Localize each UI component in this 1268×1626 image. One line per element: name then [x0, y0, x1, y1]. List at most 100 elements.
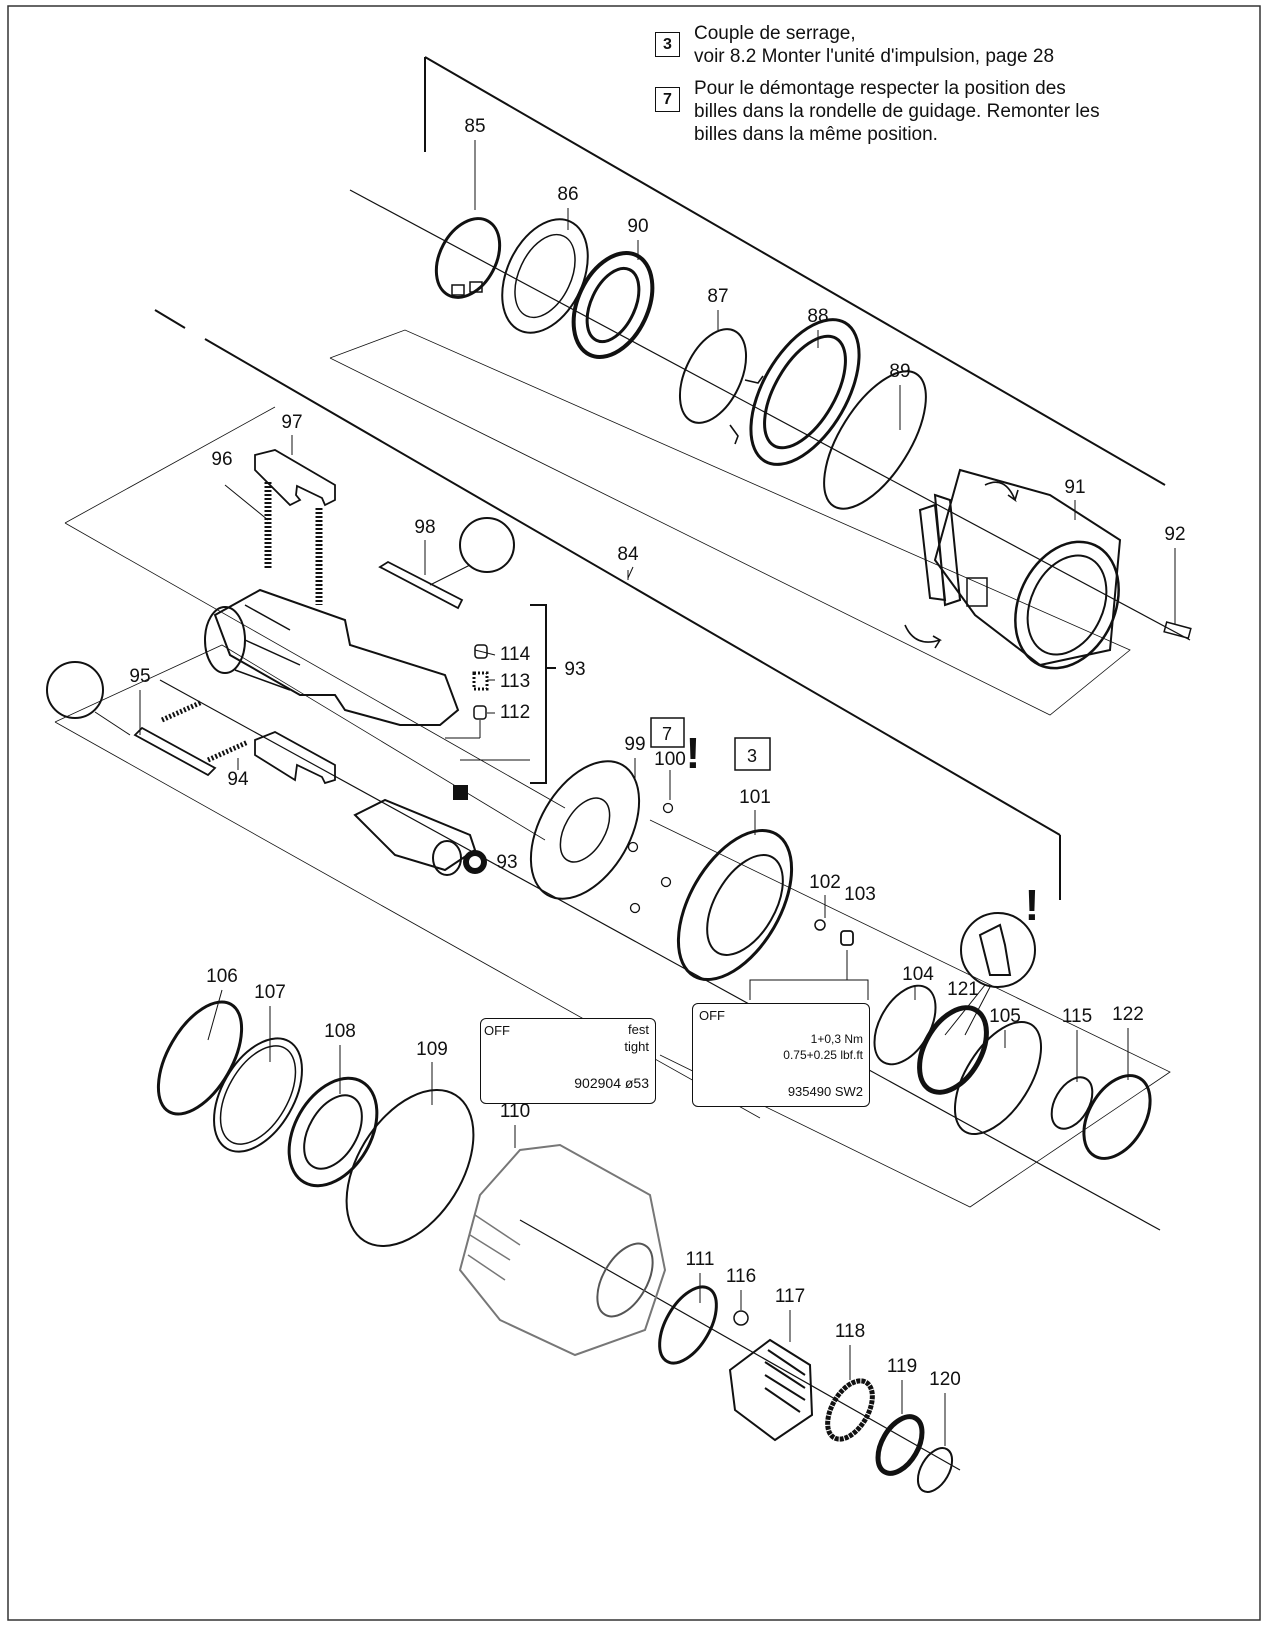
marker-square: [453, 785, 468, 800]
part-label-109: 109: [416, 1039, 448, 1060]
part-label-86: 86: [557, 184, 578, 205]
callout-box-7-label: 7: [662, 724, 672, 744]
part-117-sleeve: [728, 1338, 814, 1442]
part-label-97: 97: [281, 412, 302, 433]
part-103-sleeve: [840, 930, 854, 946]
part-101-ring: [676, 829, 794, 981]
part-90-bearing: [571, 251, 655, 359]
part-label-89: 89: [889, 361, 910, 382]
part-label-105: 105: [989, 1006, 1021, 1027]
part-90-bearing-inner: [585, 266, 641, 344]
part-88-cover: [749, 318, 861, 466]
part-93-shaft: [213, 588, 460, 726]
part-label-104: 104: [902, 964, 934, 985]
part-92-pin: [1163, 621, 1192, 640]
part-100-ball: [660, 876, 672, 888]
part-107-washer: [213, 1037, 303, 1153]
part-label-116: 116: [726, 1266, 756, 1287]
detail-leader: [944, 984, 986, 1036]
detail-circle: [960, 912, 1036, 988]
part-label-100: 100: [654, 749, 686, 770]
part-93-anvil: [353, 798, 477, 872]
part-label-119: 119: [887, 1356, 917, 1377]
part-label-103: 103: [844, 884, 876, 905]
part-87-o-ring: [678, 328, 748, 424]
leader-103-box: [749, 979, 869, 1000]
part-102-ball: [814, 919, 826, 931]
part-label-87: 87: [707, 286, 728, 307]
part-94-spring: [160, 699, 204, 723]
part-116-ball: [733, 1310, 749, 1326]
part-label-106: 106: [206, 966, 238, 987]
part-label-98: 98: [414, 517, 435, 538]
detail-circle: [459, 517, 515, 573]
part-91-housing-body: [933, 468, 1122, 667]
part-label-108: 108: [324, 1021, 356, 1042]
warning-mark: !: [1025, 881, 1040, 930]
part-label-117: 117: [775, 1286, 805, 1307]
label-leaders: [139, 140, 1176, 1446]
part-label-88: 88: [807, 306, 828, 327]
part-120-ring: [916, 1447, 954, 1493]
part-118-spring: [825, 1378, 875, 1442]
part-label-110: 110: [500, 1101, 530, 1122]
part-105-ring: [953, 1020, 1043, 1136]
part-100-ball: [629, 902, 641, 914]
part-115-ring: [1050, 1076, 1094, 1130]
axis-bottom: [519, 1219, 961, 1471]
part-label-94: 94: [227, 769, 249, 790]
detail-leader: [964, 986, 991, 1036]
part-99-guide-washer: [529, 760, 641, 900]
callout-box-3-label: 3: [747, 746, 757, 766]
legend-text-7: Pour le démontage respecter la position …: [694, 77, 1100, 146]
tool-number: 902904 ø53: [574, 1075, 649, 1091]
part-91-thread: [918, 493, 962, 607]
legend-key-3: 3: [655, 32, 680, 57]
part-114-cap: [474, 644, 488, 659]
part-110-housing: [458, 1143, 667, 1357]
part-91-housing-bore: [1026, 554, 1108, 656]
tight-label: tight: [624, 1039, 649, 1054]
part-label-95: 95: [129, 666, 150, 687]
legend-line: Pour le démontage respecter la position …: [694, 78, 1066, 99]
rotation-arrow: [904, 624, 942, 649]
part-91-tab: [966, 577, 988, 607]
legend-key-7: 7: [655, 87, 680, 112]
part-label-111: 111: [686, 1249, 715, 1270]
part-100-ball: [627, 841, 639, 853]
legend-line: billes dans la même position.: [694, 124, 938, 145]
callout-box-3: 3: [734, 737, 771, 771]
detail-leader: [94, 711, 131, 736]
detail-circle: [46, 661, 104, 719]
warning-mark: !: [686, 729, 701, 778]
part-94-spring: [206, 739, 250, 763]
perspective-plane-lower: [54, 644, 1171, 1208]
part-111-circlip: [658, 1285, 718, 1365]
part-85-circlip: [434, 217, 502, 299]
part-label-122: 122: [1112, 1004, 1144, 1025]
part-109-o-ring: [345, 1089, 475, 1247]
group-bracket-84: [154, 309, 1061, 900]
rotation-arrow: [984, 481, 1019, 503]
bracket-93: [530, 604, 556, 784]
axis-lower: [159, 679, 1161, 1231]
part-88-cover-inner: [763, 334, 847, 450]
rotation-arrow: [744, 375, 764, 384]
part-110-housing-bore: [596, 1242, 654, 1318]
part-label-92: 92: [1164, 524, 1185, 545]
detail-leader: [429, 564, 471, 586]
part-label-107: 107: [254, 982, 286, 1003]
part-label-101: 101: [739, 787, 771, 808]
part-label-99: 99: [624, 734, 645, 755]
legend-line: voir 8.2 Monter l'unité d'impulsion, pag…: [694, 46, 1055, 67]
tightening-box: OFF fest tight 902904 ø53: [480, 1018, 656, 1104]
part-113-spring: [472, 671, 489, 691]
callout-box-7: 7: [650, 717, 685, 748]
part-121-profile: [978, 923, 1012, 976]
part-label-120: 120: [929, 1369, 961, 1390]
legend-text-3: Couple de serrage, voir 8.2 Monter l'uni…: [694, 22, 1054, 68]
part-label-90: 90: [627, 216, 648, 237]
part-label-114: 114: [500, 644, 531, 665]
part-label-93: 93: [564, 659, 585, 680]
